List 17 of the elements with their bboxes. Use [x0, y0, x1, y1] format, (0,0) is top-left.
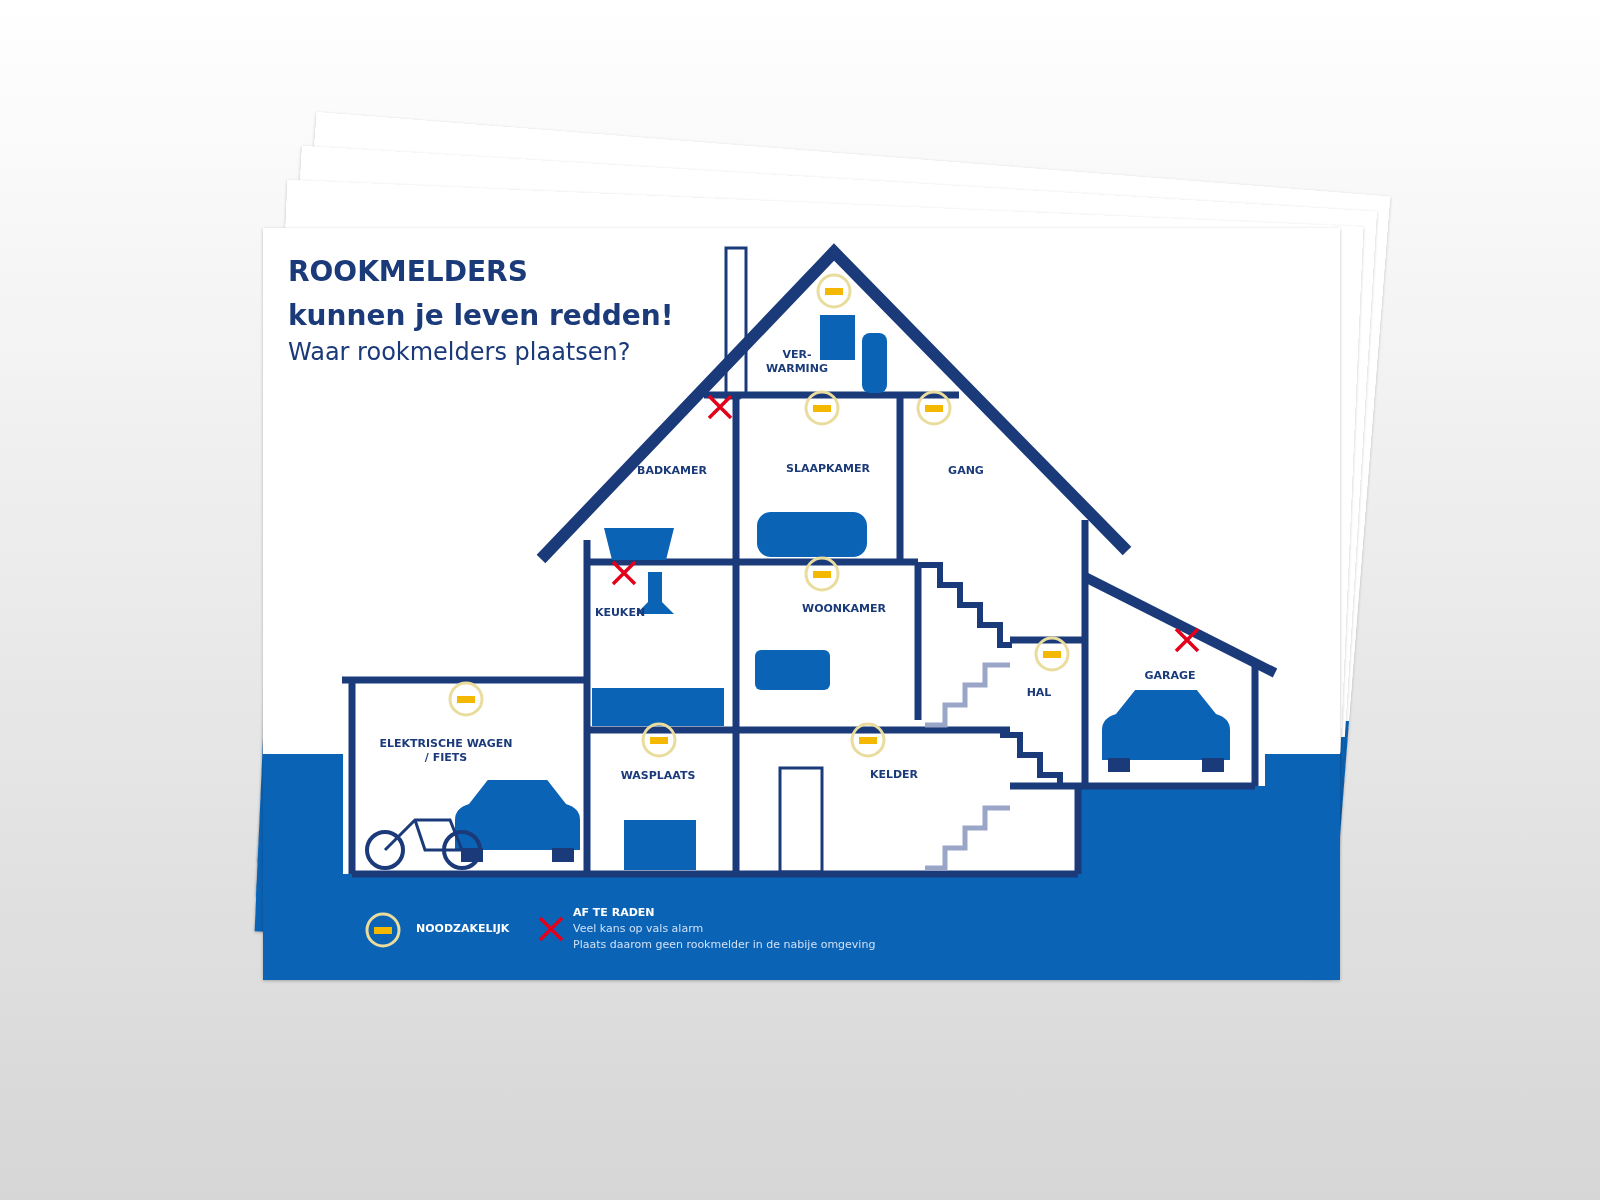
legend-note: Plaats daarom geen rookmelder in de nabije omgeving: [573, 938, 876, 951]
room-label: WASPLAATS: [620, 769, 696, 783]
room-label: VER-WARMING: [765, 348, 829, 376]
legend-note: Veel kans op vals alarm: [573, 922, 704, 935]
subtitle: Waar rookmelders plaatsen?: [288, 338, 631, 366]
room-label: KEUKEN: [594, 606, 646, 620]
legend-label: NOODZAKELIJK: [416, 922, 510, 935]
room-label: KELDER: [869, 768, 919, 782]
room-label: GARAGE: [1144, 669, 1196, 683]
room-label: GANG: [948, 464, 984, 478]
room-label: ELEKTRISCHE WAGEN / FIETS: [378, 737, 514, 765]
room-label: HAL: [1026, 686, 1052, 700]
room-label: WOONKAMER: [802, 602, 886, 616]
room-label: SLAAPKAMER: [786, 462, 870, 476]
room-label: BADKAMER: [637, 464, 707, 478]
legend-label: AF TE RADEN: [573, 906, 655, 919]
title: ROOKMELDERS kunnen je leven redden!: [288, 254, 675, 334]
